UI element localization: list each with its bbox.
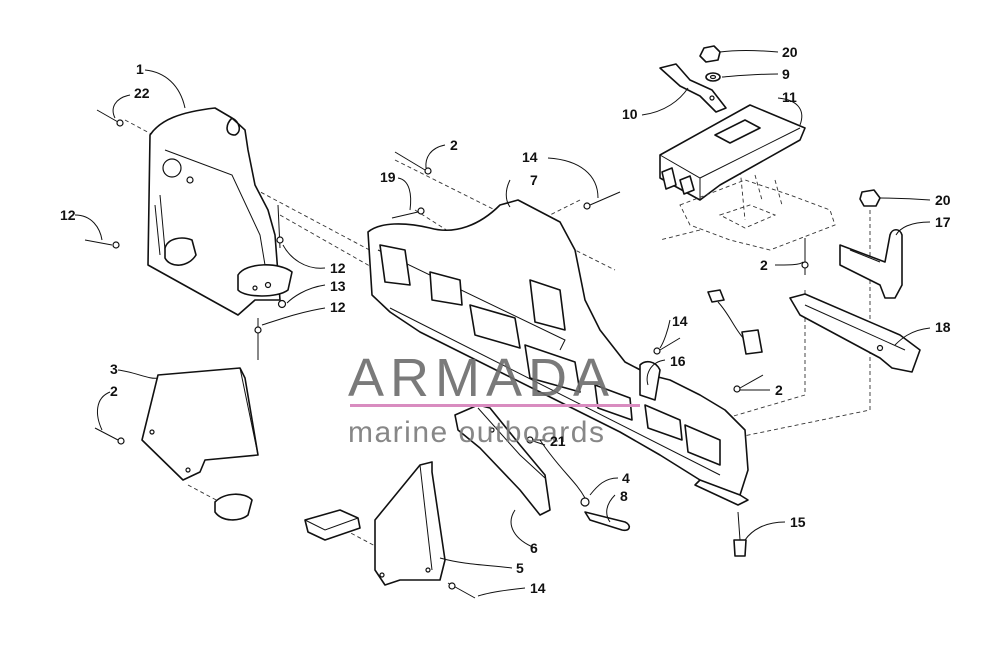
callout-14b: 14 xyxy=(672,313,688,329)
callout-14c: 14 xyxy=(530,580,546,596)
callout-2c: 2 xyxy=(760,257,768,273)
callout-21: 21 xyxy=(550,433,566,449)
callout-16: 16 xyxy=(670,353,686,369)
part-7-main-frame xyxy=(367,199,749,506)
callout-2b: 2 xyxy=(450,137,458,153)
part-5-plate xyxy=(374,461,446,586)
callout-15: 15 xyxy=(790,514,806,530)
callout-7: 7 xyxy=(530,172,538,188)
part-17-hook xyxy=(839,228,903,299)
part-1-side-bracket xyxy=(147,107,293,316)
callout-19: 19 xyxy=(380,169,396,185)
callout-9: 9 xyxy=(782,66,790,82)
callouts: 1 22 12 12 13 12 3 2 2 19 7 14 10 20 9 1… xyxy=(60,44,951,596)
callout-2a: 2 xyxy=(110,383,118,399)
callout-22: 22 xyxy=(134,85,150,101)
part-8-pin xyxy=(584,511,631,532)
callout-8: 8 xyxy=(620,488,628,504)
part-18-side-rail xyxy=(789,293,921,373)
brand-underline xyxy=(350,404,640,407)
callout-2d: 2 xyxy=(775,382,783,398)
brand-name: ARMADA xyxy=(348,348,615,408)
part-20-nut-top xyxy=(699,45,721,63)
part-3-plate xyxy=(141,367,259,521)
part-20-nut-right xyxy=(859,189,881,207)
part-clip-bracket xyxy=(304,509,361,541)
callout-14a: 14 xyxy=(522,149,538,165)
callout-12b: 12 xyxy=(330,260,346,276)
part-4-cable xyxy=(539,439,590,507)
callout-12a: 12 xyxy=(60,207,76,223)
phantom-bracket xyxy=(679,174,836,251)
leader-lines xyxy=(74,50,931,597)
part-9-washer xyxy=(705,72,721,82)
callout-3: 3 xyxy=(110,361,118,377)
callout-20b: 20 xyxy=(935,192,951,208)
callout-12c: 12 xyxy=(330,299,346,315)
callout-5: 5 xyxy=(516,560,524,576)
watermark-text: ARMADA marine outboards xyxy=(348,348,640,449)
brand-tagline: marine outboards xyxy=(348,416,605,449)
fasteners xyxy=(84,109,809,599)
callout-10: 10 xyxy=(622,106,638,122)
callout-4: 4 xyxy=(622,470,630,486)
callout-20a: 20 xyxy=(782,44,798,60)
callout-1: 1 xyxy=(136,61,144,77)
part-connector xyxy=(707,289,763,355)
part-11-mounting-plate xyxy=(659,104,806,201)
callout-17: 17 xyxy=(935,214,951,230)
callout-13: 13 xyxy=(330,278,346,294)
callout-6: 6 xyxy=(530,540,538,556)
callout-18: 18 xyxy=(935,319,951,335)
callout-11: 11 xyxy=(782,89,797,105)
